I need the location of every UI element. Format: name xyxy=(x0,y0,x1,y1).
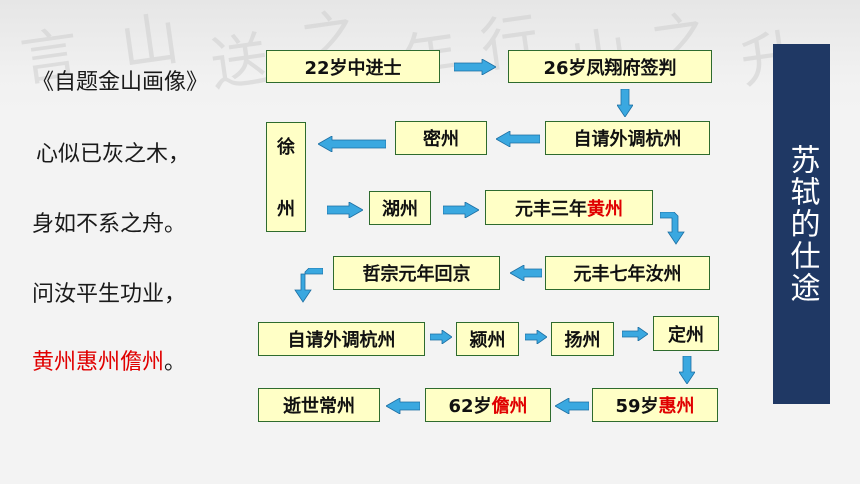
arrow-left-icon xyxy=(496,131,540,147)
node-hangzhou-2: 自请外调杭州 xyxy=(258,322,425,356)
node-huizhou: 59岁惠州 xyxy=(592,388,718,422)
node-huangzhou-red: 黄州 xyxy=(587,198,623,220)
arrow-right-icon xyxy=(454,59,496,75)
node-huzhou: 湖州 xyxy=(369,191,431,225)
node-dingzhou: 定州 xyxy=(653,316,719,351)
arrow-bend-down-icon xyxy=(294,268,323,303)
side-title-panel: 苏轼的仕途 xyxy=(773,44,830,404)
arrow-left-icon xyxy=(510,265,542,281)
arrow-down-icon xyxy=(617,89,633,117)
arrow-right-icon xyxy=(525,330,547,344)
node-fengxiang: 26岁凤翔府签判 xyxy=(508,50,712,83)
side-title: 苏轼的仕途 xyxy=(784,144,820,304)
poem-line-4: 黄州惠州儋州。 xyxy=(32,344,186,376)
node-huangzhou: 元丰三年黄州 xyxy=(485,190,653,225)
arrow-down-icon xyxy=(679,356,695,384)
arrow-left-icon xyxy=(555,398,589,414)
poem-line-4-highlight: 黄州惠州儋州 xyxy=(32,350,165,375)
node-jinshi: 22岁中进士 xyxy=(266,50,440,83)
node-danzhou-red: 儋州 xyxy=(491,396,528,417)
arrow-left-icon xyxy=(386,398,420,414)
arrow-right-icon xyxy=(443,202,479,218)
node-danzhou-prefix: 62岁 xyxy=(448,396,492,417)
node-huangzhou-prefix: 元丰三年 xyxy=(515,198,587,220)
poem-line-4-end: 。 xyxy=(164,350,187,375)
poem-title: 《自题金山画像》 xyxy=(32,70,209,95)
arrow-bend-down-icon xyxy=(660,212,685,245)
node-ruzhou: 元丰七年汝州 xyxy=(545,256,710,290)
node-huijing: 哲宗元年回京 xyxy=(333,256,500,290)
node-yangzhou: 扬州 xyxy=(551,322,614,356)
node-xuzhou: 徐 州 xyxy=(266,122,306,232)
node-danzhou: 62岁儋州 xyxy=(425,388,551,422)
node-hangzhou-1: 自请外调杭州 xyxy=(545,121,710,155)
node-changzhou: 逝世常州 xyxy=(258,388,380,422)
node-xuzhou-char-1: 徐 xyxy=(277,137,295,158)
arrow-right-icon xyxy=(622,327,648,341)
arrow-right-icon xyxy=(430,330,452,344)
node-mizhou: 密州 xyxy=(395,121,487,155)
poem-panel: 《自题金山画像》 心似已灰之木， 身如不系之舟。 问汝平生功业， 黄州惠州儋州。 xyxy=(0,0,250,484)
arrow-left-icon xyxy=(318,136,386,152)
poem-line-1: 心似已灰之木， xyxy=(36,142,191,167)
node-huizhou-prefix: 59岁 xyxy=(615,396,659,417)
node-huizhou-red: 惠州 xyxy=(658,396,695,417)
node-xuzhou-char-2: 州 xyxy=(277,199,295,220)
poem-line-2: 身如不系之舟。 xyxy=(32,212,187,237)
node-yingzhou: 颍州 xyxy=(456,322,519,356)
poem-line-3: 问汝平生功业， xyxy=(32,282,187,307)
arrow-right-icon xyxy=(327,202,363,218)
